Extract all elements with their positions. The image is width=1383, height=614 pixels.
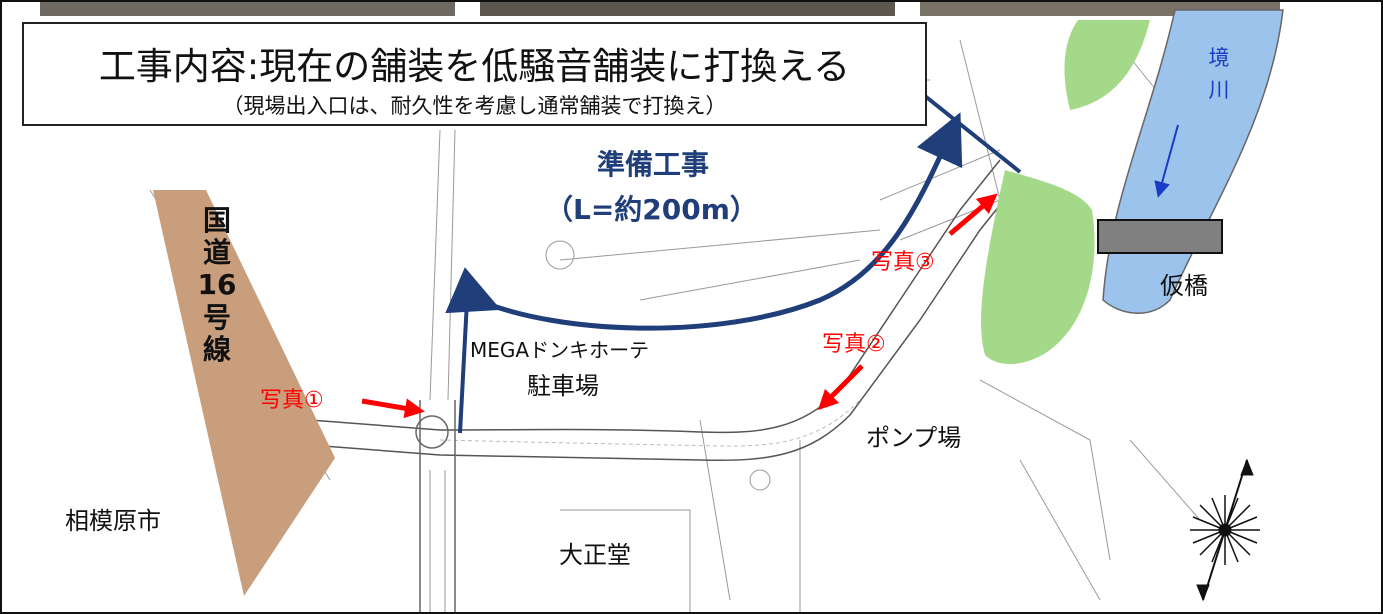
pump-station-label: ポンプ場 xyxy=(866,424,962,452)
prep-work-length: （L=約200m） xyxy=(545,193,758,226)
prep-work-title: 準備工事 xyxy=(597,148,710,181)
work-boundary-left xyxy=(458,281,470,434)
title-box: 工事内容:現在の舗装を低騒音舗装に打換える （現場出入口は、耐久性を考慮し通常舗… xyxy=(22,22,927,126)
national-route-char-1: 国 xyxy=(202,204,231,237)
title-main: 工事内容:現在の舗装を低騒音舗装に打換える xyxy=(98,45,851,88)
photo3-arrow xyxy=(948,193,998,236)
river-char-1: 境 xyxy=(1208,46,1230,70)
prep-work-arrow xyxy=(445,112,963,331)
taishodo-label: 大正堂 xyxy=(559,541,631,569)
green-areas xyxy=(981,20,1150,365)
national-route-label: 国 道 16 号 線 xyxy=(197,204,237,366)
national-route-char-4: 号 xyxy=(202,300,231,334)
national-route-char-5: 線 xyxy=(202,332,231,366)
photo1-label: 写真① xyxy=(260,388,324,413)
title-sub: （現場出入口は、耐久性を考慮し通常舗装で打換え） xyxy=(222,94,727,118)
parking-label-line2: 駐車場 xyxy=(527,372,599,400)
top-photo-strips xyxy=(40,0,1280,16)
parking-label-line1: MEGAドンキホーテ xyxy=(470,338,650,362)
river-label: 境 川 xyxy=(1204,43,1234,106)
photo2-label: 写真② xyxy=(822,332,886,357)
main-road xyxy=(309,159,1021,614)
photo2-arrow xyxy=(817,364,864,411)
temporary-bridge xyxy=(1097,219,1223,254)
temporary-bridge-label: 仮橋 xyxy=(1160,272,1208,300)
national-route-char-3: 16 xyxy=(197,268,237,302)
river-char-2: 川 xyxy=(1208,77,1230,102)
photo3-label: 写真③ xyxy=(871,250,935,275)
compass-rose-icon xyxy=(1190,458,1260,602)
work-boundary-right xyxy=(923,94,1022,174)
national-route-16-band xyxy=(153,190,335,596)
river-flow-arrow xyxy=(1154,124,1179,198)
national-route-char-2: 道 xyxy=(202,236,231,270)
city-label: 相模原市 xyxy=(65,507,161,535)
photo1-arrow xyxy=(361,398,425,419)
